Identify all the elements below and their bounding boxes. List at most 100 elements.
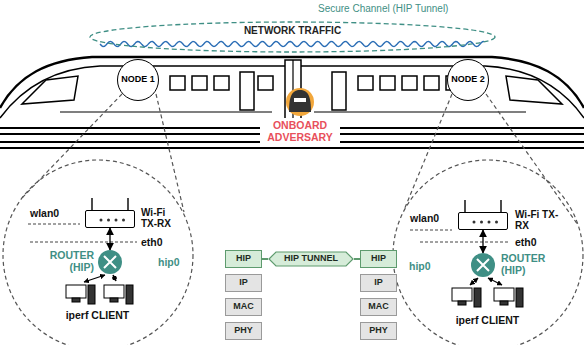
train-window bbox=[214, 76, 229, 90]
interface-line bbox=[28, 224, 80, 225]
protocol-layer: HIP bbox=[360, 250, 397, 268]
antenna bbox=[92, 198, 128, 210]
node-label: MAC bbox=[233, 302, 254, 312]
interface-name: eth0 bbox=[141, 236, 171, 248]
pc-stand bbox=[72, 298, 80, 302]
train-window bbox=[424, 76, 439, 90]
pc-link bbox=[488, 278, 502, 285]
node-label: IP bbox=[374, 278, 383, 288]
pc-stand bbox=[458, 301, 466, 305]
wifi-leds bbox=[459, 213, 509, 231]
protocol-layer: PHY bbox=[360, 322, 397, 340]
node-label: PHY bbox=[234, 326, 253, 336]
protocol-layer: IP bbox=[225, 274, 262, 292]
zoom-circle bbox=[393, 160, 583, 345]
node-label: ROUTER (HIP) bbox=[36, 250, 94, 273]
node-label: NODE 2 bbox=[451, 75, 485, 85]
node-label: NODE 1 bbox=[121, 75, 155, 85]
wifi-led bbox=[122, 219, 125, 222]
interface-line bbox=[420, 242, 510, 243]
router-arrows bbox=[98, 250, 122, 274]
protocol-layer: IP bbox=[360, 274, 397, 292]
wifi-led bbox=[480, 221, 483, 224]
wifi-led bbox=[107, 219, 110, 222]
interface-name: wlan0 bbox=[30, 207, 70, 219]
pc-link bbox=[84, 275, 105, 282]
train-windows bbox=[170, 76, 461, 90]
router-icon: ROUTER (HIP) bbox=[471, 253, 495, 277]
pc-monitor bbox=[104, 285, 124, 298]
pc-monitor bbox=[452, 288, 472, 301]
train-window bbox=[402, 76, 417, 90]
pc-monitor bbox=[66, 285, 86, 298]
pc-link bbox=[113, 275, 116, 281]
pcs bbox=[66, 285, 523, 307]
train-door bbox=[240, 72, 254, 110]
adversary-icon bbox=[286, 88, 314, 116]
connector bbox=[109, 228, 110, 250]
channel-label: NETWORK TRAFFIC bbox=[90, 25, 495, 36]
node-label: HIP bbox=[236, 254, 251, 264]
zoom bbox=[3, 94, 583, 345]
wifi-led bbox=[495, 221, 498, 224]
protocol-layer: PHY bbox=[225, 322, 262, 340]
router-arrows bbox=[471, 253, 495, 277]
channel-ellipse bbox=[90, 22, 495, 52]
zoom-circle bbox=[3, 160, 193, 345]
interface-name: hip0 bbox=[409, 260, 439, 272]
node-label: IP bbox=[239, 278, 248, 288]
router-cross bbox=[104, 256, 116, 268]
node-label: Wi-Fi TX-RX bbox=[515, 209, 560, 231]
connector bbox=[482, 230, 483, 253]
connector bbox=[262, 258, 268, 260]
interface-line bbox=[30, 242, 137, 243]
pc-tower bbox=[516, 288, 523, 307]
adversary-mask bbox=[294, 98, 306, 102]
pc-monitor bbox=[494, 288, 514, 301]
interface-name: wlan0 bbox=[410, 212, 450, 224]
node-label: PHY bbox=[369, 326, 388, 336]
train-window bbox=[358, 76, 373, 90]
interface-name: eth0 bbox=[515, 236, 545, 248]
protocol-layer: HIP bbox=[225, 250, 262, 268]
antenna bbox=[465, 200, 501, 212]
train-front-window bbox=[22, 76, 78, 104]
wifi-transceiver: Wi-Fi TX-RX bbox=[458, 212, 508, 230]
wifi-leds bbox=[86, 211, 136, 229]
train-front-window bbox=[506, 76, 562, 104]
zoom-line bbox=[22, 94, 184, 212]
pc-stand bbox=[110, 298, 118, 302]
router-icon: ROUTER (HIP) bbox=[98, 250, 122, 274]
pc-tower bbox=[474, 288, 481, 307]
wifi-led bbox=[100, 219, 103, 222]
wifi-led bbox=[488, 221, 491, 224]
node-label: ROUTER (HIP) bbox=[501, 253, 563, 276]
node-label: MAC bbox=[368, 302, 389, 312]
pc-tower bbox=[88, 285, 95, 304]
pc-tower bbox=[126, 285, 133, 304]
node-circle: NODE 2 bbox=[447, 59, 489, 101]
wifi-led bbox=[473, 221, 476, 224]
wifi-led bbox=[115, 219, 118, 222]
pc-stand bbox=[500, 301, 508, 305]
train bbox=[0, 57, 584, 148]
zoom-line bbox=[404, 94, 578, 225]
tunnel-hexagon-shape bbox=[269, 252, 353, 266]
adversary-label: ONBOARD ADVERSARY bbox=[260, 118, 340, 144]
secure-channel: Secure Channel (HIP Tunnel)NETWORK TRAFF… bbox=[90, 22, 495, 52]
traffic-wave bbox=[100, 41, 484, 46]
host-label: iperf CLIENT bbox=[50, 309, 145, 321]
train-window bbox=[258, 76, 273, 90]
wifi-transceiver: Wi-Fi TX-RX bbox=[85, 210, 135, 228]
adversary-badge bbox=[286, 88, 314, 116]
interface-line bbox=[410, 230, 452, 231]
node-label: HIP bbox=[371, 254, 386, 264]
node-label: Wi-Fi TX-RX bbox=[141, 207, 183, 229]
channel-title: Secure Channel (HIP Tunnel) bbox=[318, 3, 498, 14]
train-window bbox=[380, 76, 395, 90]
node-label: HIP TUNNEL bbox=[284, 254, 338, 264]
protocol-layer: MAC bbox=[225, 298, 262, 316]
adversary-hood bbox=[289, 90, 311, 112]
train-window bbox=[192, 76, 207, 90]
interface-name: hip0 bbox=[158, 256, 188, 268]
